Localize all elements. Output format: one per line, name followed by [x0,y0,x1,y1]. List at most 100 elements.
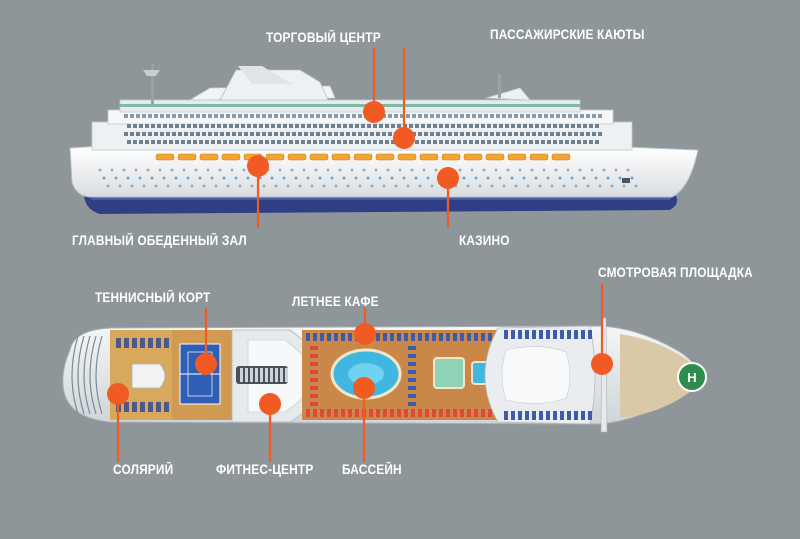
cabin-window [457,140,461,144]
cabin-window [226,114,230,118]
cabin-window [148,114,152,118]
porthole [158,168,162,172]
deckchair [164,338,169,348]
porthole [334,184,338,188]
porthole [538,184,542,188]
cabin-window [571,140,575,144]
cabin-window [352,132,356,136]
cabin-window [562,114,566,118]
porthole [98,168,102,172]
deckchair [481,333,485,341]
cabin-window [472,132,476,136]
porthole [138,176,142,180]
cabin-window [220,132,224,136]
porthole [122,168,126,172]
porthole [614,168,618,172]
cabin-window [151,124,155,128]
porthole [414,176,418,180]
deckchair [460,333,464,341]
deckchair [567,330,571,339]
deckchair [132,402,137,412]
porthole [482,168,486,172]
cabin-window [157,140,161,144]
porthole [586,184,590,188]
cabin-window [529,124,533,128]
cabin-window [376,132,380,136]
deckchair [518,330,522,339]
porthole [570,176,574,180]
cabin-window [241,140,245,144]
cabin-window [208,114,212,118]
cabin-window [457,124,461,128]
cabin-window [250,114,254,118]
porthole [258,176,262,180]
cabin-window [265,140,269,144]
porthole [250,184,254,188]
cabin-window [544,114,548,118]
deckchair [310,386,318,390]
lifeboat [177,153,197,161]
cabin-window [208,132,212,136]
deckchair [511,330,515,339]
cabin-window [427,140,431,144]
mast [151,64,154,104]
deckchair [327,409,331,417]
cabin-window [160,132,164,136]
deckchair [383,409,387,417]
cabin-window [199,124,203,128]
lifeboat [287,153,307,161]
cabin-window [442,132,446,136]
cabin-window [478,132,482,136]
porthole [478,184,482,188]
cabin-window [295,140,299,144]
porthole [494,168,498,172]
cabin-window [283,140,287,144]
cabin-window [151,140,155,144]
stern-window-arc [89,335,97,415]
cabin-window [400,114,404,118]
deckchair [320,409,324,417]
cabin-window [547,124,551,128]
cabin-window [271,140,275,144]
porthole [294,176,298,180]
deckchair [411,333,415,341]
porthole [166,184,170,188]
cabin-window [124,132,128,136]
lifeboat [375,153,395,161]
deckchair [306,409,310,417]
deckchair [408,402,416,406]
cabin-window [214,132,218,136]
marker-summer-cafe [354,323,376,345]
deckchair [567,411,571,420]
cabin-window [361,124,365,128]
cabin-window [514,132,518,136]
cabin-window [172,132,176,136]
porthole [274,184,278,188]
cabin-window [241,124,245,128]
cabin-window [535,140,539,144]
cabin-window [502,132,506,136]
cabin-window [223,124,227,128]
porthole [362,168,366,172]
porthole [318,176,322,180]
cabin-window [337,140,341,144]
cabin-window [223,140,227,144]
cabin-window [577,140,581,144]
porthole [202,184,206,188]
cabin-window [595,124,599,128]
deckchair [474,333,478,341]
lifeboat [463,153,483,161]
deckchair [453,333,457,341]
cabin-window [169,124,173,128]
cabin-window [184,132,188,136]
cabin-window [598,114,602,118]
porthole [506,168,510,172]
lifeboat-row [155,153,571,161]
label-summer-cafe: ЛЕТНЕЕ КАФЕ [292,294,379,309]
marker-main-dining [247,155,269,177]
deckchair [397,409,401,417]
cabin-window [286,132,290,136]
cabin-window [277,124,281,128]
deckchair [132,338,137,348]
